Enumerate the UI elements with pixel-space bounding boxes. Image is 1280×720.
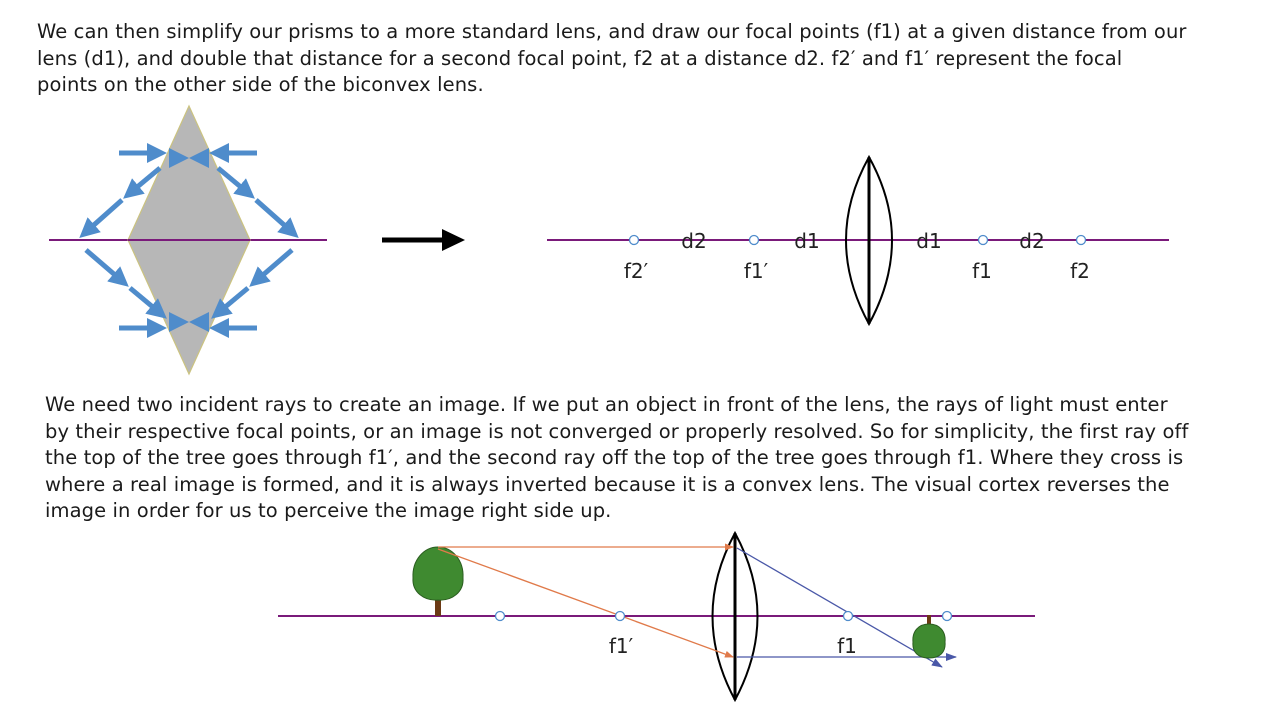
light-arrow	[128, 286, 167, 319]
object-tree-icon	[412, 546, 464, 616]
ray-label-f1-prime: f1′	[609, 634, 634, 658]
inverted-image-tree-icon	[912, 615, 946, 659]
refracted-ray-through-f1	[736, 547, 943, 668]
ray-focal-point-f2-prime	[494, 610, 506, 622]
explanation-paragraph: We need two incident rays to create an i…	[45, 393, 1189, 522]
ray-label-f1: f1	[837, 634, 857, 658]
label-d1-right: d1	[916, 229, 941, 253]
ray-diagram: f1′ f1	[278, 530, 1035, 703]
light-arrow	[123, 166, 162, 199]
label-d2-right: d2	[1019, 229, 1044, 253]
label-f1-prime: f1′	[744, 259, 769, 283]
label-d1-left: d1	[794, 229, 819, 253]
focal-incident-ray	[437, 548, 734, 658]
label-f2: f2	[1070, 259, 1090, 283]
focal-point-f1-prime	[748, 234, 760, 246]
ray-focal-point-f2	[941, 610, 953, 622]
intro-paragraph: We can then simplify our prisms to a mor…	[37, 20, 1187, 96]
ray-focal-point-f1-prime	[614, 610, 626, 622]
prism-diagram	[49, 104, 327, 376]
light-arrow	[79, 198, 124, 238]
light-arrow	[211, 286, 250, 319]
light-arrow	[249, 248, 294, 287]
transition-arrow	[382, 229, 465, 251]
focal-point-f2	[1075, 234, 1087, 246]
light-arrow	[84, 248, 129, 287]
label-d2-left: d2	[681, 229, 706, 253]
light-arrow	[216, 166, 255, 199]
label-f1: f1	[972, 259, 992, 283]
focal-point-f2-prime	[628, 234, 640, 246]
light-arrow	[254, 198, 299, 238]
lens-diagram: d2 d1 d1 d2 f2′ f1′ f1 f2	[547, 154, 1169, 327]
ray-focal-point-f1	[842, 610, 854, 622]
focal-point-f1	[977, 234, 989, 246]
label-f2-prime: f2′	[624, 259, 649, 283]
